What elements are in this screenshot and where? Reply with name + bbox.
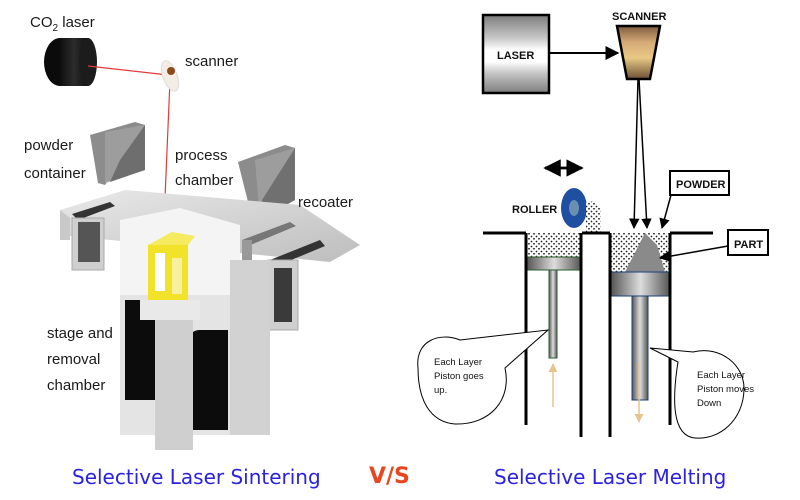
- powder-pointer: [659, 194, 672, 230]
- part-pointer: [658, 245, 729, 262]
- roller-label: ROLLER: [512, 204, 557, 216]
- right-note-line1: Each Layer: [697, 370, 745, 381]
- right-note-line2: Piston moves: [697, 384, 754, 395]
- left-note-line2: Piston goes: [434, 371, 484, 382]
- laser-beam: [87, 65, 169, 76]
- slm-scanner-label: SCANNER: [612, 11, 666, 23]
- beam-2: [638, 78, 652, 230]
- laser-box: [481, 13, 551, 95]
- sls-caption: Selective Laser Sintering: [72, 465, 321, 489]
- left-note-line3: up.: [434, 385, 447, 396]
- left-note-bubble: Each Layer Piston goes up.: [417, 329, 550, 425]
- roller-hub: [569, 200, 579, 216]
- process-chamber-label-line1: process: [175, 147, 228, 164]
- beam-1: [629, 78, 640, 230]
- powder-label: POWDER: [676, 179, 726, 191]
- scanner-mirror-icon: [160, 60, 180, 92]
- powder-callout-box: [669, 170, 730, 196]
- vs-separator: V/S: [369, 464, 410, 489]
- build-cylinder: [608, 233, 672, 437]
- powder-container-label-line1: powder: [24, 137, 73, 154]
- slm-caption: Selective Laser Melting: [494, 465, 727, 489]
- co2-laser-label: CO2 laser: [30, 14, 95, 34]
- part-label: PART: [734, 239, 763, 251]
- right-note-line3: Down: [697, 398, 721, 409]
- recoater-label: recoater: [298, 194, 353, 211]
- slm-schematic: LASER SCANNER ROLLER: [417, 11, 769, 439]
- roller-powder-heap: [586, 201, 601, 232]
- sls-illustration: CO2 laser scanner powder container proce…: [24, 14, 360, 450]
- right-note-bubble: Each Layer Piston moves Down: [649, 347, 754, 439]
- left-note-line1: Each Layer: [434, 357, 482, 368]
- powder-container-label-line2: container: [24, 165, 86, 182]
- powder-container-icon: [90, 122, 145, 185]
- process-chamber-label-line2: chamber: [175, 172, 233, 189]
- part-callout-box: [727, 229, 769, 256]
- slm-scanner-icon: [615, 24, 662, 81]
- stage-label-line1: stage and: [47, 325, 113, 342]
- stage-label-line3: chamber: [47, 377, 105, 394]
- stage-label-line2: removal: [47, 351, 100, 368]
- co2-laser-icon: [44, 38, 97, 86]
- yellow-part: [148, 232, 195, 300]
- part-shape: [625, 233, 665, 272]
- process-chamber: [120, 208, 270, 450]
- feed-cylinder: [524, 233, 583, 437]
- slm-laser-label: LASER: [497, 50, 534, 62]
- scanner-label: scanner: [185, 53, 238, 70]
